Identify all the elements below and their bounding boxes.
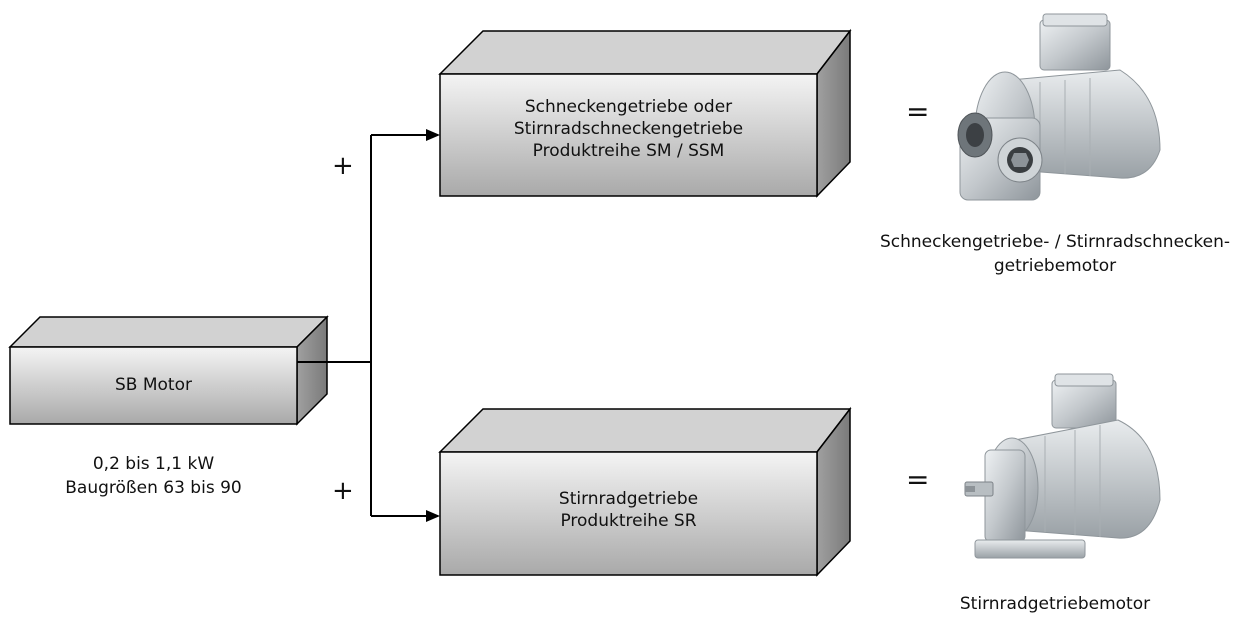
motor-power-range: 0,2 bis 1,1 kW [92,454,215,474]
connector-lines [297,129,440,522]
worm-gear-box-label: Schneckengetriebe oder Stirnradschnecken… [440,96,817,162]
worm-gear-box [438,28,852,198]
helical-gear-box [438,406,852,577]
worm-gear-line-2: Stirnradschneckengetriebe [513,119,744,139]
plus-symbol-top: + [332,151,354,181]
helical-gear-box-front [439,451,818,576]
worm-gear-box-front [439,73,818,197]
helical-gear-line-2: Produktreihe SR [560,511,697,531]
helical-gear-box-label: Stirnradgetriebe Produktreihe SR [440,488,817,532]
worm-gear-motor-caption-line-2: getriebemotor [993,256,1117,276]
worm-gear-box-top [438,30,852,75]
helical-gear-motor-caption: Stirnradgetriebemotor [930,592,1180,616]
worm-gear-motor-caption: Schneckengetriebe- / Stirnradschnecken- … [860,230,1250,278]
motor-box-title: SB Motor [115,375,192,395]
equals-symbol-bottom: = [906,463,930,496]
motor-box [8,315,329,426]
motor-box-top [8,316,329,348]
equals-symbol-top: = [906,95,930,128]
helical-gear-motor-image [964,373,1161,559]
motor-frame-sizes: Baugrößen 63 bis 90 [65,478,242,498]
motor-specs: 0,2 bis 1,1 kW Baugrößen 63 bis 90 [10,452,297,500]
plus-symbol-bottom: + [332,476,354,506]
helical-gear-line-1: Stirnradgetriebe [558,489,699,509]
motor-box-label: SB Motor [10,374,297,396]
helical-gear-box-top [438,408,852,453]
worm-gear-motor-image [957,13,1161,201]
worm-gear-line-1: Schneckengetriebe oder [524,97,733,117]
worm-gear-line-3: Produktreihe SM / SSM [532,141,725,161]
motor-box-front [9,346,298,425]
helical-gear-motor-caption-line-1: Stirnradgetriebemotor [959,594,1151,614]
worm-gear-motor-caption-line-1: Schneckengetriebe- / Stirnradschnecken- [880,232,1230,252]
